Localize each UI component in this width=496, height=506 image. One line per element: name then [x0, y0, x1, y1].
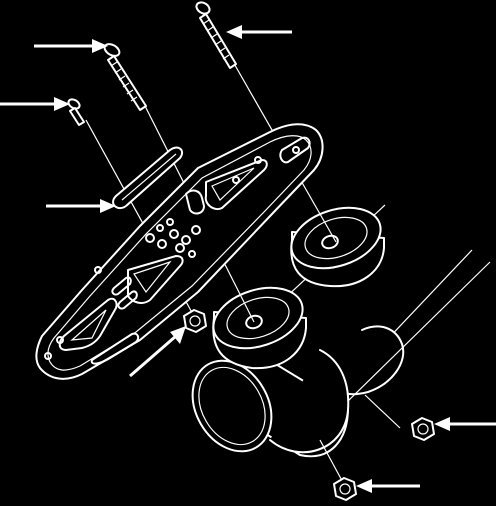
- tube-lower: [191, 261, 491, 458]
- arrow-nut-plate: [129, 326, 186, 378]
- spacer-bar: [112, 146, 184, 210]
- arrow-spacer-bar: [46, 199, 116, 213]
- nut-bottom: [333, 477, 357, 501]
- standoff-upper: [290, 206, 385, 288]
- mounting-plate: [35, 123, 324, 380]
- plate-hole-grid: [145, 218, 201, 258]
- nut-plate: [183, 309, 207, 333]
- long-screw-middle: [103, 43, 147, 111]
- arrow-long-screw-middle: [34, 39, 108, 53]
- standoff-lower: [212, 286, 307, 370]
- arrow-nut-right: [434, 417, 496, 431]
- arrow-long-screw-right: [226, 25, 292, 39]
- short-screw: [67, 98, 85, 126]
- arrow-nut-bottom: [356, 479, 420, 493]
- nut-right: [411, 417, 435, 441]
- long-screw-right: [195, 1, 237, 69]
- arrow-short-screw: [0, 97, 70, 111]
